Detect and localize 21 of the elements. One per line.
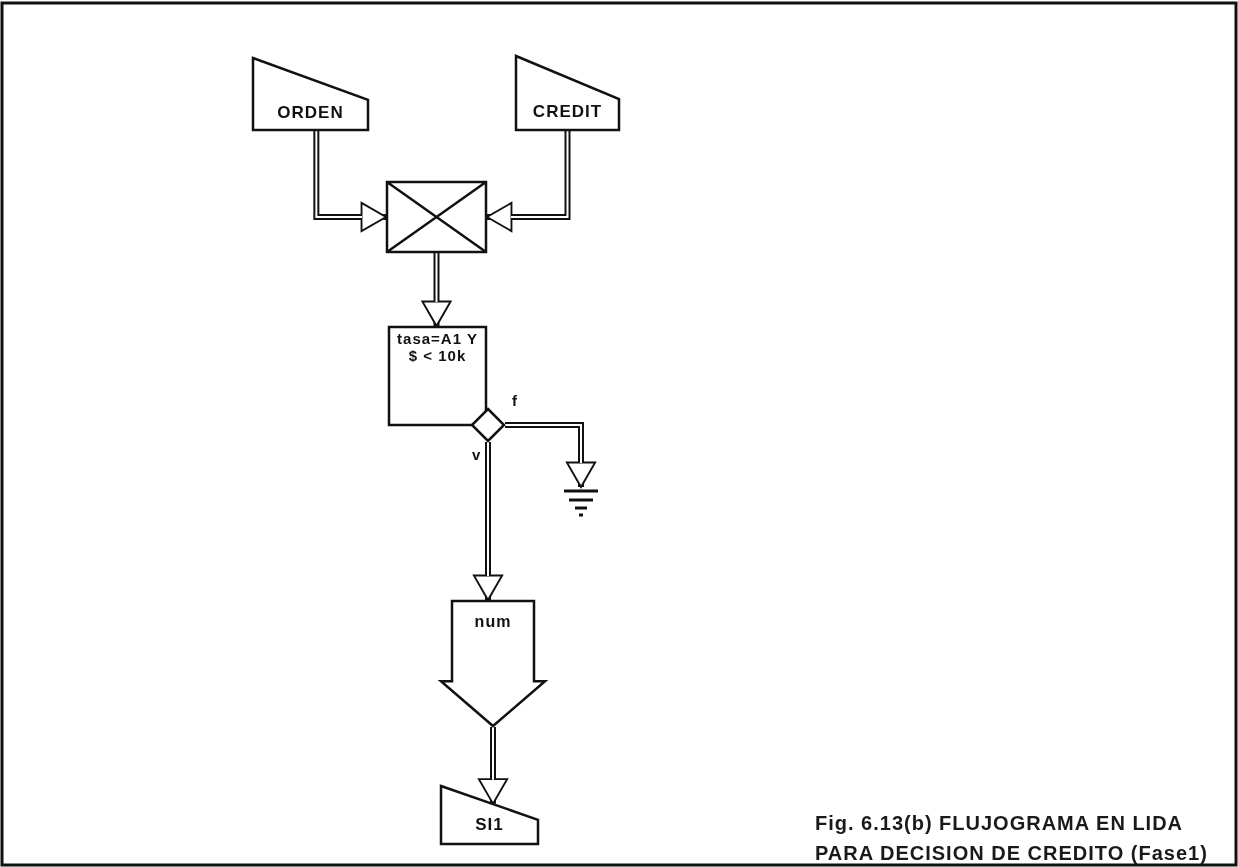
ground-symbol (564, 489, 598, 517)
node-label: CREDIT (531, 102, 604, 122)
node-label: ORDEN (276, 102, 345, 123)
process-box (388, 326, 487, 426)
node-label: tasa=A1 Y $ < 10k (396, 330, 479, 365)
output-arrow-shape (440, 600, 546, 727)
input-card-shape (252, 57, 369, 131)
input-card-shape (515, 55, 620, 131)
decision-diamond (471, 408, 505, 442)
node-label: num (473, 612, 513, 632)
double-line-arrow (472, 442, 504, 601)
double-line-arrow (313, 131, 387, 233)
figure-caption: Fig. 6.13(b) FLUJOGRAMA EN LIDA PARA DECISION DE CREDITO (Fase1) (815, 811, 1209, 866)
node-label: SI1 (474, 815, 505, 835)
merge-box (386, 181, 487, 253)
double-line-arrow (486, 131, 571, 233)
double-line-arrow (477, 727, 509, 805)
double-line-arrow (505, 422, 597, 488)
edge-label: f (510, 392, 519, 409)
input-card-shape (440, 785, 539, 845)
double-line-arrow (421, 253, 452, 327)
